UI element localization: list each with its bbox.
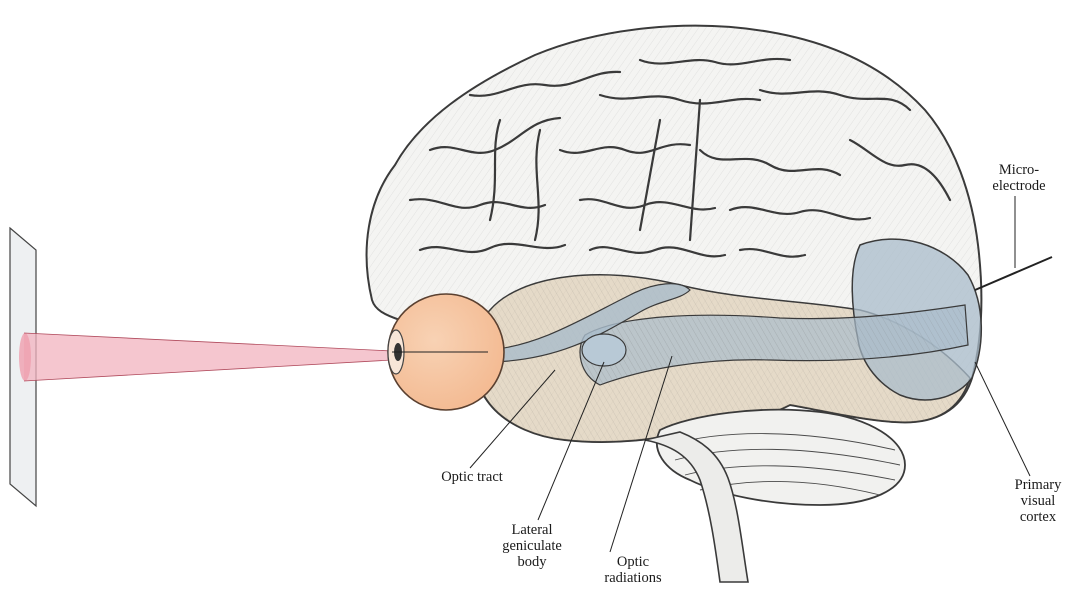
brain-stem	[644, 431, 749, 583]
cortical-sulci	[408, 57, 952, 258]
leader-lines	[469, 196, 1031, 553]
optic-tract-band	[489, 283, 691, 363]
optic-tract-label: Optic tract	[441, 469, 503, 485]
microelectrode	[974, 256, 1053, 291]
microelectrode-label: Micro- electrode	[992, 162, 1046, 194]
light-beam	[24, 333, 392, 381]
beam-source-spot	[19, 333, 31, 381]
optic-radiations-label: Optic radiations	[604, 554, 662, 586]
lateral-geniculate-body-label: Lateral geniculate body	[502, 522, 562, 570]
lateral-geniculate-body-shape	[581, 333, 627, 367]
primary-visual-cortex-label: Primary visual cortex	[1014, 477, 1062, 525]
